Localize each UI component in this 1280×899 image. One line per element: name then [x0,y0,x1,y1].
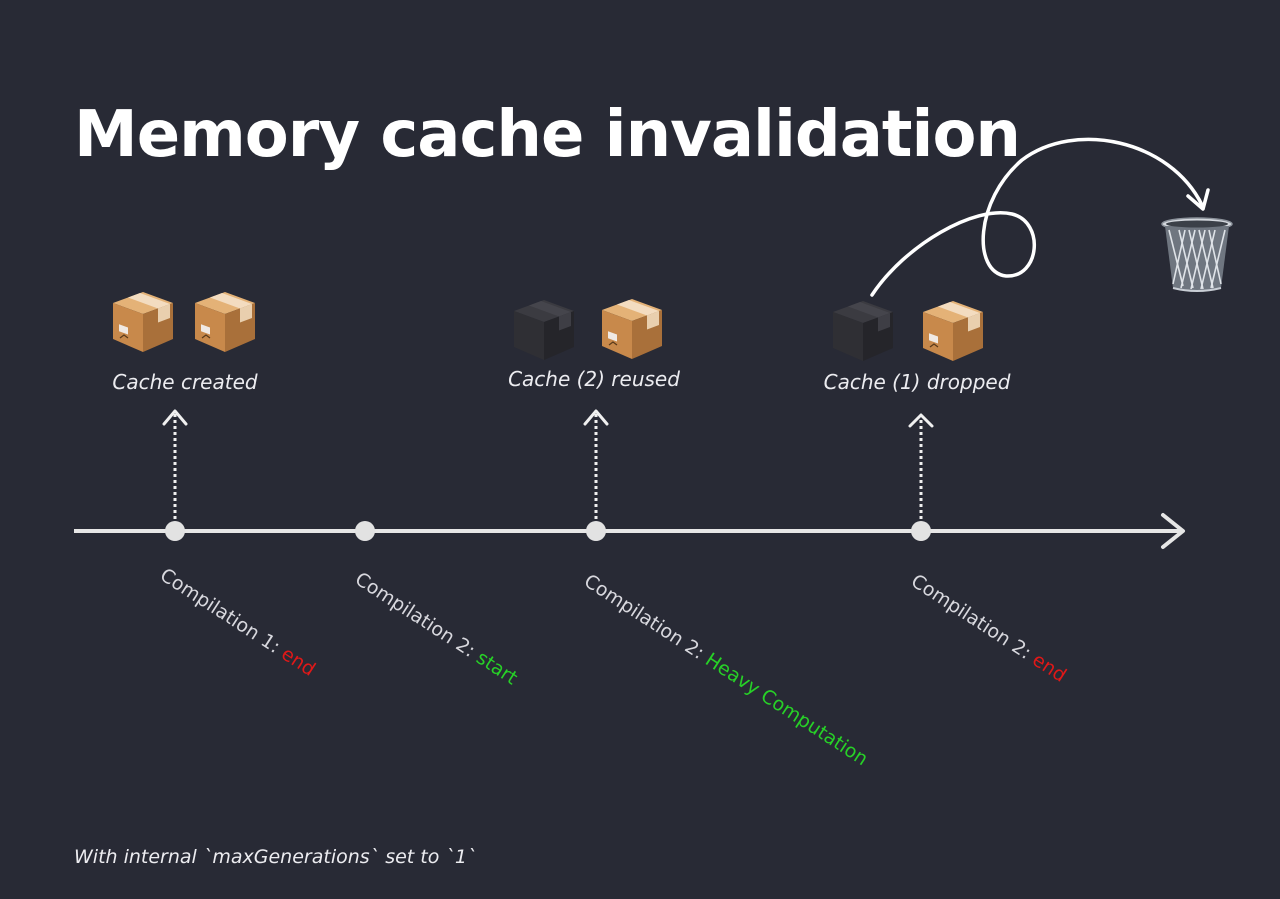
timeline-dot [911,521,931,541]
package-box-icon [601,298,663,360]
trash-can-icon [1161,217,1233,292]
connector-arrow [162,409,188,519]
timeline-arrowhead [1161,513,1185,549]
package-box-icon [112,291,174,353]
timeline-dot [586,521,606,541]
connector-arrow [908,413,934,519]
stage-label-cache-dropped: Cache (1) dropped [823,370,1011,394]
timeline-dot [355,521,375,541]
package-box-icon [194,291,256,353]
stage-label-cache-reused: Cache (2) reused [508,367,680,391]
discard-arrow [870,137,1204,297]
timeline-dot [165,521,185,541]
package-box-icon-dimmed [833,301,893,361]
package-box-icon [922,300,984,362]
package-box-icon-dimmed [514,300,574,360]
footnote: With internal `maxGenerations` set to `1… [74,846,477,868]
page-title: Memory cache invalidation [74,98,1021,172]
discard-arrowhead [1186,188,1210,211]
connector-arrow [583,409,609,519]
stage-label-cache-created: Cache created [112,370,258,394]
